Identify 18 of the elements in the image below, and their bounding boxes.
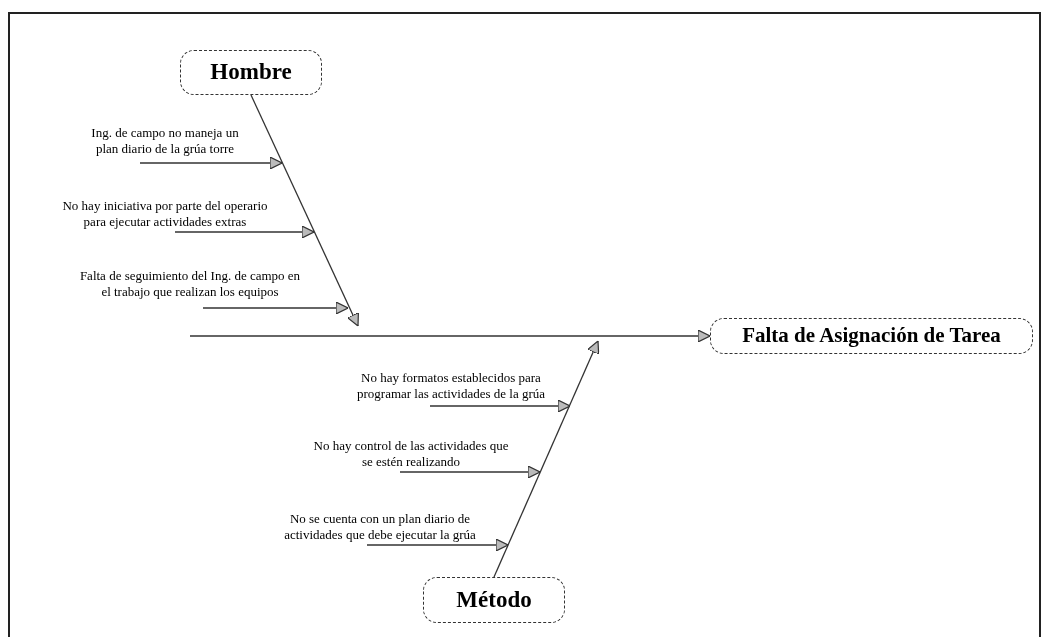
- cause-text: No hay iniciativa por parte del operario para ejecutar actividades extras: [50, 198, 280, 232]
- arrow: [250, 94, 359, 327]
- arrow: [189, 329, 711, 343]
- arrow: [139, 156, 283, 170]
- category-box: Hombre: [180, 50, 322, 95]
- cause-text: Falta de seguimiento del Ing. de campo en el trabajo que realizan los equipos: [75, 268, 305, 308]
- arrow: [399, 465, 541, 479]
- cause-text: Ing. de campo no maneja un plan diario de la grúa torre: [85, 125, 245, 163]
- arrow: [429, 399, 571, 413]
- cause-text: No se cuenta con un plan diario de actividades que debe ejecutar la grúa: [282, 511, 478, 545]
- effect-box: Falta de Asignación de Tarea: [710, 318, 1033, 354]
- cause-text: No hay formatos establecidos para programar las actividades de la grúa: [355, 370, 547, 406]
- arrow: [366, 538, 509, 552]
- arrow: [202, 301, 349, 315]
- category-box: Método: [423, 577, 565, 623]
- cause-text: No hay control de las actividades que se estén realizando: [312, 438, 510, 472]
- arrow: [174, 225, 315, 239]
- arrow: [493, 340, 600, 578]
